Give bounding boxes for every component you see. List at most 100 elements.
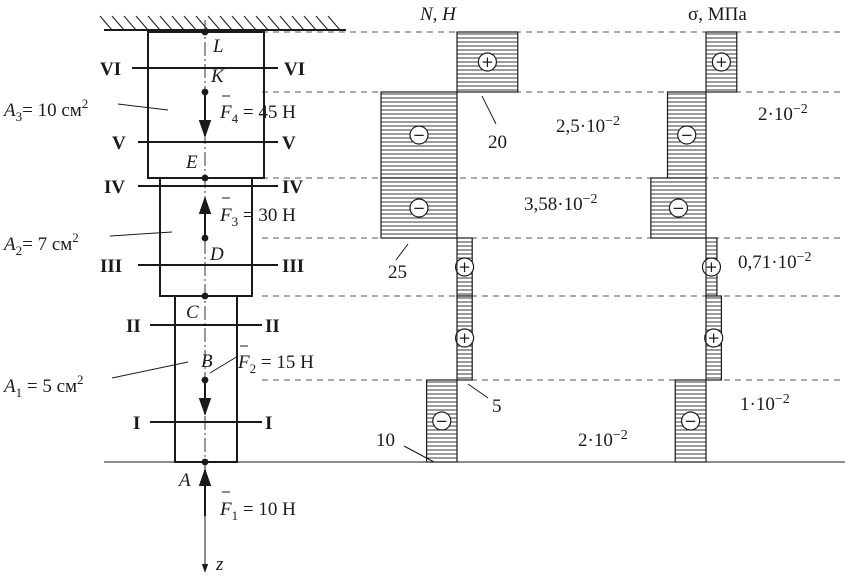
n-leader-10 [403, 445, 435, 463]
n-sign-circle-5 [455, 328, 475, 348]
sigma-sign-4: + [705, 258, 718, 276]
section-lines [132, 67, 278, 423]
level-guides [262, 31, 845, 381]
sigma-sign-circle-3 [668, 198, 689, 218]
n-leader-20 [481, 95, 497, 125]
f2-leader [209, 355, 239, 374]
section-label-IV-left: IV [104, 177, 125, 198]
ceiling-hatch-line [327, 15, 341, 31]
ceiling-hatch-line [255, 15, 269, 31]
z-axis-label: z [215, 554, 224, 575]
area-a1-leader [111, 361, 189, 379]
force-f1-label: F1 = 10 Н [219, 499, 296, 523]
point-A-dot [201, 458, 209, 466]
sigma-value-label-4: 0,71·10−2 [738, 250, 811, 273]
point-K-label: K [210, 66, 225, 87]
n-sign-2: − [413, 126, 426, 144]
sigma-value-label-1: 2·10−2 [758, 102, 808, 125]
ceiling-hatch-line [315, 15, 329, 31]
sigma-sign-circle-5 [704, 328, 724, 348]
ceiling-hatch-line [207, 15, 221, 31]
n-sign-circle-3 [409, 198, 429, 218]
ceiling-hatch-line [147, 15, 161, 31]
ceiling-hatch-line [183, 15, 197, 31]
section-label-III-left: III [100, 256, 122, 277]
n-value-label-10: 10 [376, 430, 395, 451]
sigma-sign-circle-6 [680, 411, 701, 431]
point-E-dot [201, 174, 209, 182]
ceiling-hatch-line [195, 15, 209, 31]
force-f3-label: F3 = 30 Н [219, 205, 296, 229]
ceiling-hatch-line [231, 15, 245, 31]
area-a1-label: A1 = 5 см2 [2, 372, 84, 400]
sigma-sign-circle-2 [677, 125, 697, 145]
n-sign-6: − [436, 412, 449, 430]
ceiling-hatch-line [135, 15, 149, 31]
sigma-sign-2: − [680, 126, 693, 144]
point-B-dot [201, 376, 209, 384]
ceiling-hatch-line [171, 15, 185, 31]
sigma-sign-3: − [672, 199, 685, 217]
ceiling-hatch-line [99, 15, 113, 31]
ceiling-hatch-line [291, 15, 305, 31]
section-label-III-right: III [282, 256, 304, 277]
n-sign-5: + [458, 329, 471, 347]
n-leader-25 [395, 243, 409, 261]
section-label-VI-right: VI [284, 59, 305, 80]
ceiling-hatch-line [111, 15, 125, 31]
n-sign-circle-4 [455, 257, 475, 277]
n-sign-4: + [458, 258, 471, 276]
point-K-dot [201, 88, 209, 96]
ceiling-hatch-line [279, 15, 293, 31]
area-a3-label: A3= 10 см2 [2, 96, 88, 124]
n-value-label-5: 5 [492, 396, 502, 417]
point-L-dot [201, 28, 209, 36]
point-E-label: E [185, 152, 198, 173]
point-C-dot [201, 292, 209, 300]
ceiling-hatch-line [219, 15, 233, 31]
section-label-IV-right: IV [282, 177, 303, 198]
force-f4-label: F4 = 45 Н [219, 102, 296, 126]
section-label-VI-left: VI [100, 59, 121, 80]
n-sign-circle-2 [409, 125, 429, 145]
force-f2-label: F2 = 15 Н [237, 352, 314, 376]
sigma-value-label-3: 3,58·10−2 [524, 192, 597, 215]
point-C-label: C [186, 302, 199, 323]
sigma-value-label-6: 2·10−2 [578, 428, 628, 451]
section-label-II-right: II [265, 316, 280, 337]
n-value-label-20: 20 [488, 132, 507, 153]
n-sign-circle-1 [477, 52, 497, 72]
section-label-II-left: II [126, 316, 141, 337]
sigma-value-label-2: 2,5·10−2 [556, 114, 620, 137]
ceiling-hatch-line [123, 15, 137, 31]
section-label-I-left: I [133, 413, 140, 434]
n-sign-1: + [481, 53, 494, 71]
point-D-dot [201, 234, 209, 242]
sigma-sign-circle-4 [701, 257, 722, 277]
area-a3-leader [117, 103, 169, 111]
sigma-value-label-5: 1·10−2 [740, 392, 790, 415]
sigma-diagram-header: σ, МПа [688, 4, 747, 25]
area-a2-label: A2= 7 см2 [2, 230, 79, 258]
n-sign-circle-6 [432, 411, 452, 431]
ceiling-hatch-line [159, 15, 173, 31]
ceiling-hatch-line [303, 15, 317, 31]
axis-points [201, 28, 209, 466]
ceiling-hatch-line [267, 15, 281, 31]
section-label-V-right: V [282, 133, 296, 154]
sigma-sign-6: − [684, 412, 697, 430]
sigma-sign-5: + [707, 329, 720, 347]
point-A-label: A [177, 470, 191, 491]
area-a2-leader [109, 231, 173, 237]
ceiling-support [99, 15, 346, 31]
n-sign-3: − [413, 199, 426, 217]
point-D-label: D [209, 244, 224, 265]
sigma-sign-circle-1 [711, 52, 732, 72]
sigma-diagram: + − − + + − [650, 31, 738, 463]
sigma-sign-1: + [715, 53, 728, 71]
ceiling-hatch-line [243, 15, 257, 31]
n-diagram-header: N, Н [419, 4, 457, 25]
point-B-label: B [201, 351, 213, 372]
n-diagram: + − − + + − [380, 31, 519, 463]
point-L-label: L [212, 36, 224, 57]
